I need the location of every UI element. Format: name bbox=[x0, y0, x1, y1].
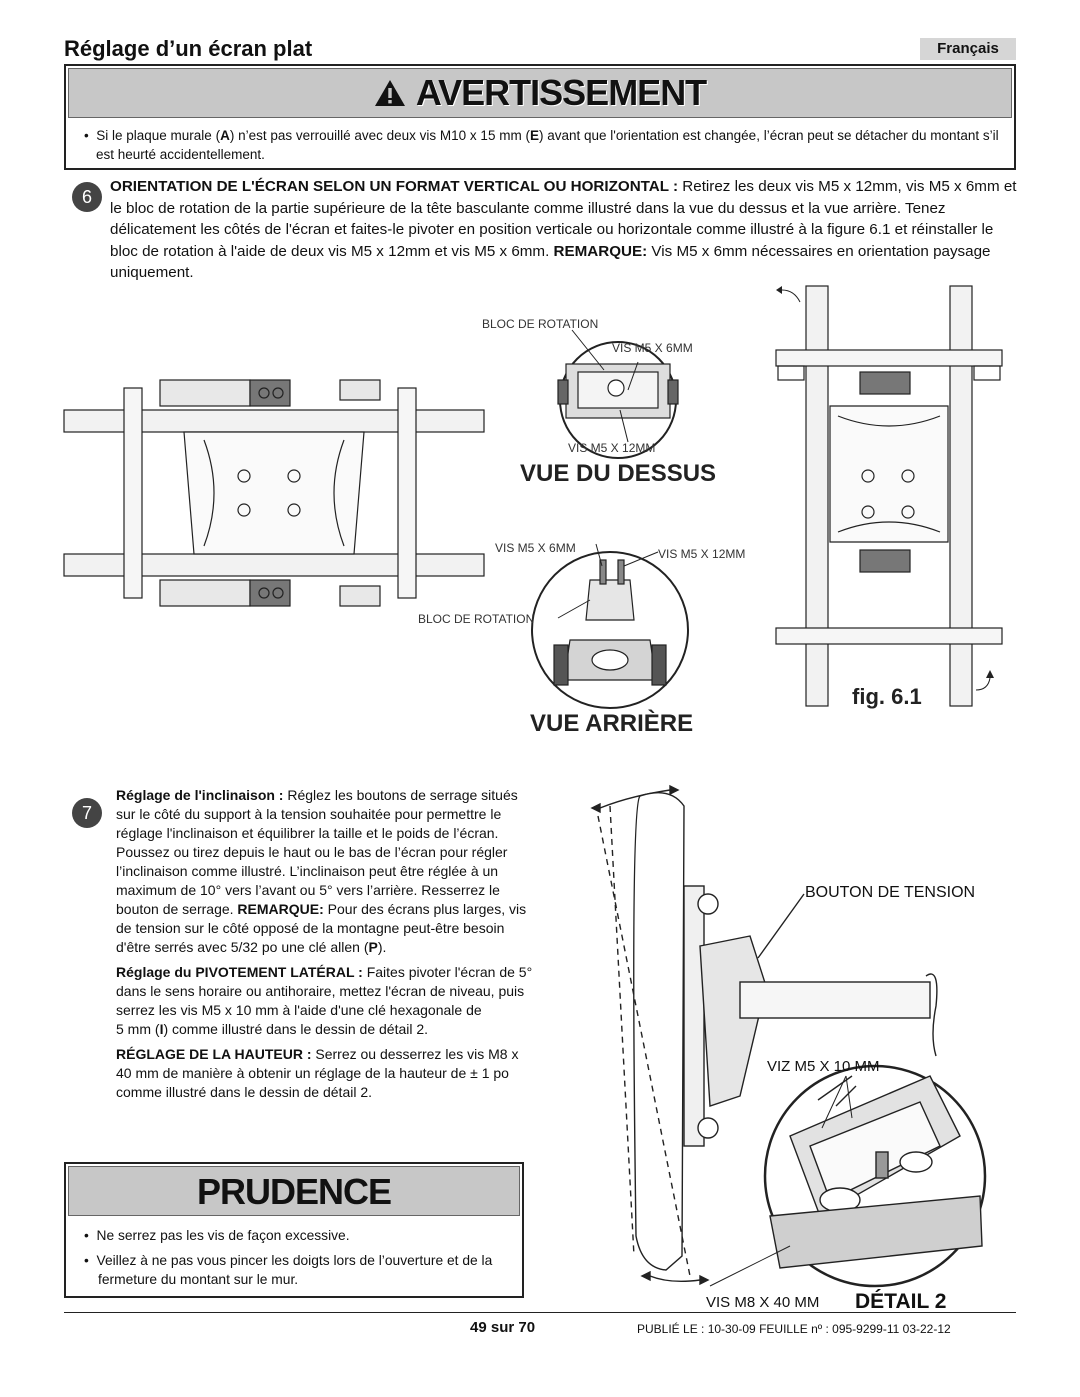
tilt-note: Pour des écrans plus larges, vis de tens… bbox=[116, 901, 527, 955]
height-paragraph: RÉGLAGE DE LA HAUTEUR : Serrez ou desser… bbox=[116, 1045, 534, 1102]
language-badge: Français bbox=[920, 38, 1016, 60]
swivel-text-2b: ) comme illustré dans le dessin de détai… bbox=[163, 1021, 429, 1037]
rear-view-detail bbox=[531, 543, 689, 709]
swivel-label: Réglage du PIVOTEMENT LATÉRAL : bbox=[116, 964, 363, 980]
warning-text-part: Si le plaque murale ( bbox=[96, 128, 221, 143]
label-viz-m5: VIZ M5 X 10 MM bbox=[767, 1058, 880, 1075]
view-rear-title: VUE ARRIÈRE bbox=[530, 710, 694, 737]
caution-item-text: Veillez à ne pas vous pincer les doigts … bbox=[96, 1253, 493, 1287]
step-6-text: ORIENTATION DE L'ÉCRAN SELON UN FORMAT V… bbox=[110, 176, 1022, 284]
label-vis-m8: VIS M8 X 40 MM bbox=[706, 1294, 820, 1311]
bullet: • bbox=[84, 128, 89, 143]
caution-header: PRUDENCE bbox=[68, 1166, 520, 1216]
tilt-label: Réglage de l'inclinaison : bbox=[116, 787, 284, 803]
top-view-detail bbox=[557, 329, 679, 459]
warning-text: • Si le plaque murale (A) n’est pas verr… bbox=[84, 126, 1000, 164]
ref-p: P bbox=[368, 939, 378, 955]
label-rear-vis6: VIS M5 X 6MM bbox=[495, 541, 576, 555]
label-rear-bloc: BLOC DE ROTATION bbox=[418, 612, 535, 626]
step-6-note: Vis M5 x 6mm nécessaires en orientation … bbox=[110, 242, 991, 282]
label-top-bloc: BLOC DE ROTATION bbox=[482, 317, 599, 331]
tilt-side-drawing bbox=[590, 784, 987, 1288]
label-rear-vis12: VIS M5 X 12MM bbox=[658, 547, 746, 561]
label-top-vis12: VIS M5 X 12MM bbox=[568, 441, 656, 455]
step-7-text: Réglage de l'inclinaison : Réglez les bo… bbox=[116, 786, 534, 1108]
label-bouton-tension: BOUTON DE TENSION bbox=[805, 884, 976, 901]
tilt-text: Réglez les boutons de serrage situés sur… bbox=[116, 787, 518, 917]
tilt-paragraph: Réglage de l'inclinaison : Réglez les bo… bbox=[116, 786, 534, 957]
step-6-number: 6 bbox=[72, 182, 102, 212]
tilt-end: ). bbox=[377, 939, 387, 955]
height-label: RÉGLAGE DE LA HAUTEUR : bbox=[116, 1046, 312, 1062]
caution-item: • Ne serrez pas les vis de façon excessi… bbox=[84, 1228, 350, 1243]
ref-a: A bbox=[220, 128, 230, 143]
caution-item-text: Ne serrez pas les vis de façon excessive… bbox=[96, 1228, 350, 1243]
page-title: Réglage d’un écran plat bbox=[64, 36, 313, 61]
warning-box: AVERTISSEMENT • Si le plaque murale (A) … bbox=[64, 64, 1016, 170]
ref-e: E bbox=[529, 128, 539, 143]
warning-triangle-icon bbox=[374, 80, 405, 106]
tilt-note-label: REMARQUE: bbox=[237, 901, 324, 917]
step-6-body: Retirez les deux vis M5 x 12mm, vis M5 x… bbox=[110, 178, 1017, 260]
figure-caption: fig. 6.1 bbox=[852, 684, 922, 709]
caution-item: • Veillez à ne pas vous pincer les doigt… bbox=[84, 1253, 493, 1287]
height-text: Serrez ou desserrez les vis M8 x 40 mm d… bbox=[116, 1046, 519, 1100]
swivel-paragraph: Réglage du PIVOTEMENT LATÉRAL : Faites p… bbox=[116, 963, 534, 1039]
step-6-heading: ORIENTATION DE L'ÉCRAN SELON UN FORMAT V… bbox=[110, 178, 679, 195]
vertical-mount-drawing bbox=[775, 285, 1003, 707]
view-top-title: VUE DU DESSUS bbox=[520, 460, 717, 487]
caution-list: • Ne serrez pas les vis de façon excessi… bbox=[84, 1226, 510, 1295]
swivel-text: Faites pivoter l'écran de 5° dans le sen… bbox=[116, 964, 533, 1018]
horizontal-mount-drawing bbox=[63, 379, 485, 607]
publication-info: PUBLIÉ LE : 10-30-09 FEUILLE nº : 095-92… bbox=[637, 1322, 951, 1336]
page-number: 49 sur 70 bbox=[470, 1319, 536, 1336]
ref-i: I bbox=[159, 1021, 164, 1037]
step-6-note-label: REMARQUE: bbox=[553, 242, 648, 260]
warning-header: AVERTISSEMENT bbox=[68, 68, 1012, 118]
footer-divider bbox=[64, 1312, 1016, 1313]
caution-box: PRUDENCE • Ne serrez pas les vis de faço… bbox=[64, 1162, 524, 1298]
detail-2-title: DÉTAIL 2 bbox=[855, 1290, 947, 1313]
warning-text-part: ) avant que l'orientation est changée, l… bbox=[96, 128, 999, 162]
swivel-text-2a: 5 mm ( bbox=[116, 1021, 160, 1037]
step-7-number: 7 bbox=[72, 798, 102, 828]
warning-label: AVERTISSEMENT bbox=[415, 72, 707, 113]
label-top-vis6: VIS M5 X 6MM bbox=[612, 341, 693, 355]
warning-text-part: ) n’est pas verrouillé avec deux vis M10… bbox=[229, 128, 530, 143]
